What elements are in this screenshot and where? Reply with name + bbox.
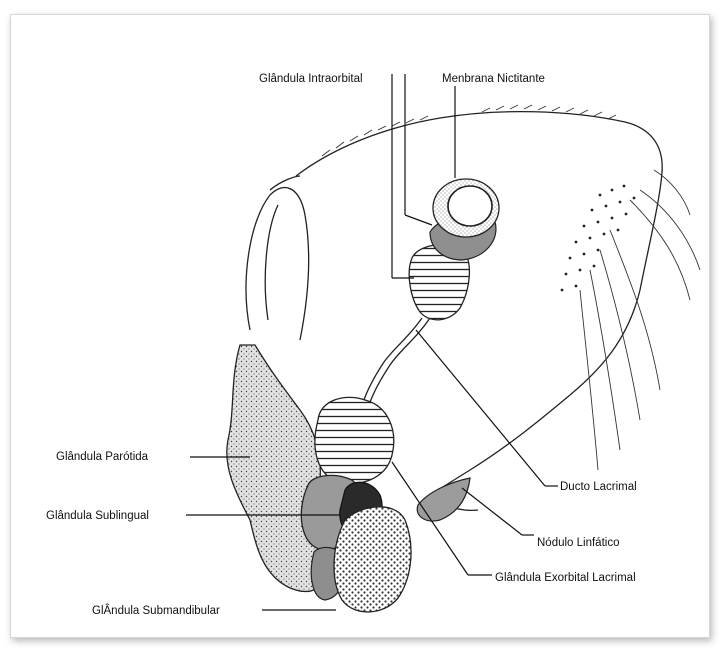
exorbital-lacrimal-gland	[315, 397, 394, 483]
label-membrana: Menbrana Nictitante	[442, 73, 545, 85]
label-exorbital: Glândula Exorbital Lacrimal	[495, 572, 636, 584]
label-submandibular: GlÂndula Submandibular	[92, 604, 220, 617]
forehead-hair	[322, 105, 616, 156]
lymph-node	[417, 478, 470, 521]
label-sublingual: Glândula Sublingual	[46, 510, 149, 522]
label-ducto: Ducto Lacrimal	[560, 481, 637, 493]
label-parotida: Glândula Parótida	[56, 451, 149, 463]
submandibular-gland	[334, 507, 411, 612]
eye	[433, 179, 499, 237]
parotid-gland	[227, 345, 323, 591]
label-nodulo: Nódulo Linfático	[537, 537, 619, 549]
whisker-pad	[561, 185, 636, 292]
whiskers	[580, 170, 700, 470]
ducts	[362, 318, 430, 408]
ear	[246, 188, 309, 340]
label-intraorbital: Glândula Intraorbital	[259, 73, 363, 85]
